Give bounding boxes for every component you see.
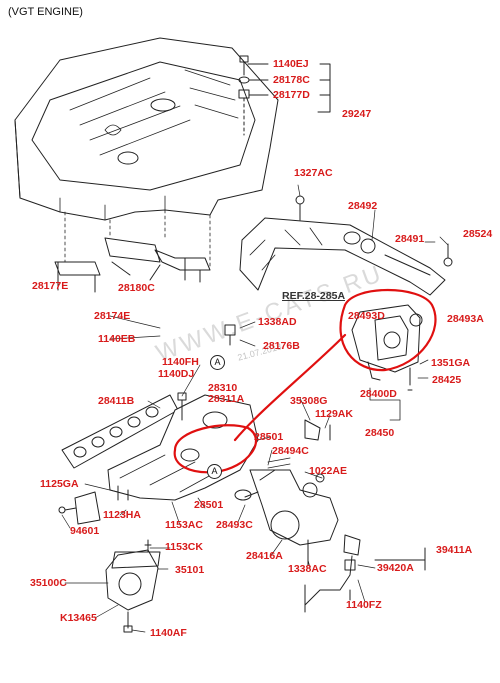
marker-a-lower: A <box>207 464 222 479</box>
part-label[interactable]: 28524 <box>463 228 493 240</box>
part-label[interactable]: 35100C <box>30 577 67 589</box>
part-label[interactable]: 1140DJ <box>158 368 195 380</box>
cover-brackets <box>54 237 211 293</box>
marker-a-upper: A <box>210 355 225 370</box>
part-label[interactable]: 28494C <box>272 445 309 457</box>
part-label[interactable]: 94601 <box>70 525 100 537</box>
turbo-housing <box>105 539 161 633</box>
part-label[interactable]: 1140FH <box>162 356 199 368</box>
part-label[interactable]: 28493A <box>447 313 484 325</box>
highlight-arrow-line <box>233 333 347 442</box>
part-label[interactable]: 28180C <box>118 282 155 294</box>
highlight-circle-manifold <box>173 424 258 474</box>
exhaust-manifold <box>107 392 259 501</box>
part-label[interactable]: 1153CK <box>165 541 203 553</box>
egr-valve-pipe <box>234 469 339 566</box>
part-label[interactable]: 28493C <box>216 519 253 531</box>
part-label[interactable]: 28311A <box>208 393 245 405</box>
part-label[interactable]: 28310 <box>208 382 238 394</box>
part-label[interactable]: 28416A <box>246 550 283 562</box>
part-label[interactable]: 1351GA <box>431 357 471 369</box>
part-label[interactable]: 28501 <box>254 431 284 443</box>
part-label[interactable]: 1327AC <box>294 167 333 179</box>
part-label[interactable]: 1338AC <box>288 563 327 575</box>
cover-bolts <box>238 55 331 136</box>
part-label[interactable]: K13465 <box>60 612 97 624</box>
part-label[interactable]: 28177E <box>32 280 69 292</box>
engine-cover <box>14 37 279 269</box>
part-label[interactable]: 28177D <box>273 89 310 101</box>
part-label[interactable]: 35101 <box>175 564 205 576</box>
diagram-title: (VGT ENGINE) <box>8 6 83 18</box>
part-label[interactable]: 1140AF <box>150 627 187 639</box>
part-label[interactable]: 28492 <box>348 200 378 212</box>
leader-lines <box>61 184 449 633</box>
part-label[interactable]: 28493D <box>348 310 385 322</box>
part-label[interactable]: 28491 <box>395 233 425 245</box>
part-label[interactable]: 39420A <box>377 562 414 574</box>
part-label[interactable]: 35308G <box>290 395 328 407</box>
part-label[interactable]: 29247 <box>342 108 372 120</box>
egr-cooler <box>351 304 423 421</box>
highlight-circle-egr-valve <box>339 289 437 372</box>
sensor-harness <box>304 534 426 613</box>
part-label[interactable]: 1153AC <box>165 519 203 531</box>
part-label[interactable]: 1022AE <box>309 465 347 477</box>
part-label[interactable]: 28178C <box>273 74 310 86</box>
part-label[interactable]: 39411A <box>436 544 473 556</box>
part-label[interactable]: 28411B <box>98 395 135 407</box>
part-label[interactable]: 1129AK <box>315 408 353 420</box>
part-label[interactable]: 28400D <box>360 388 397 400</box>
part-label[interactable]: 1140EB <box>98 333 136 345</box>
bracket-94601 <box>58 491 101 525</box>
part-label[interactable]: 1338AD <box>258 316 297 328</box>
part-label[interactable]: 1125GA <box>40 478 79 490</box>
part-label[interactable]: 28174E <box>94 310 131 322</box>
part-label[interactable]: 28176B <box>263 340 300 352</box>
ref-label: REF.28-285A <box>282 290 346 302</box>
part-label[interactable]: 1140FZ <box>346 599 382 611</box>
part-label[interactable]: 28501 <box>194 499 224 511</box>
highlight-marks <box>173 289 437 474</box>
part-label[interactable]: 1123HA <box>103 509 141 521</box>
part-label[interactable]: 28425 <box>432 374 462 386</box>
part-label[interactable]: 28450 <box>365 427 395 439</box>
part-label[interactable]: 1140EJ <box>273 58 309 70</box>
gasket-28494c <box>267 419 331 469</box>
